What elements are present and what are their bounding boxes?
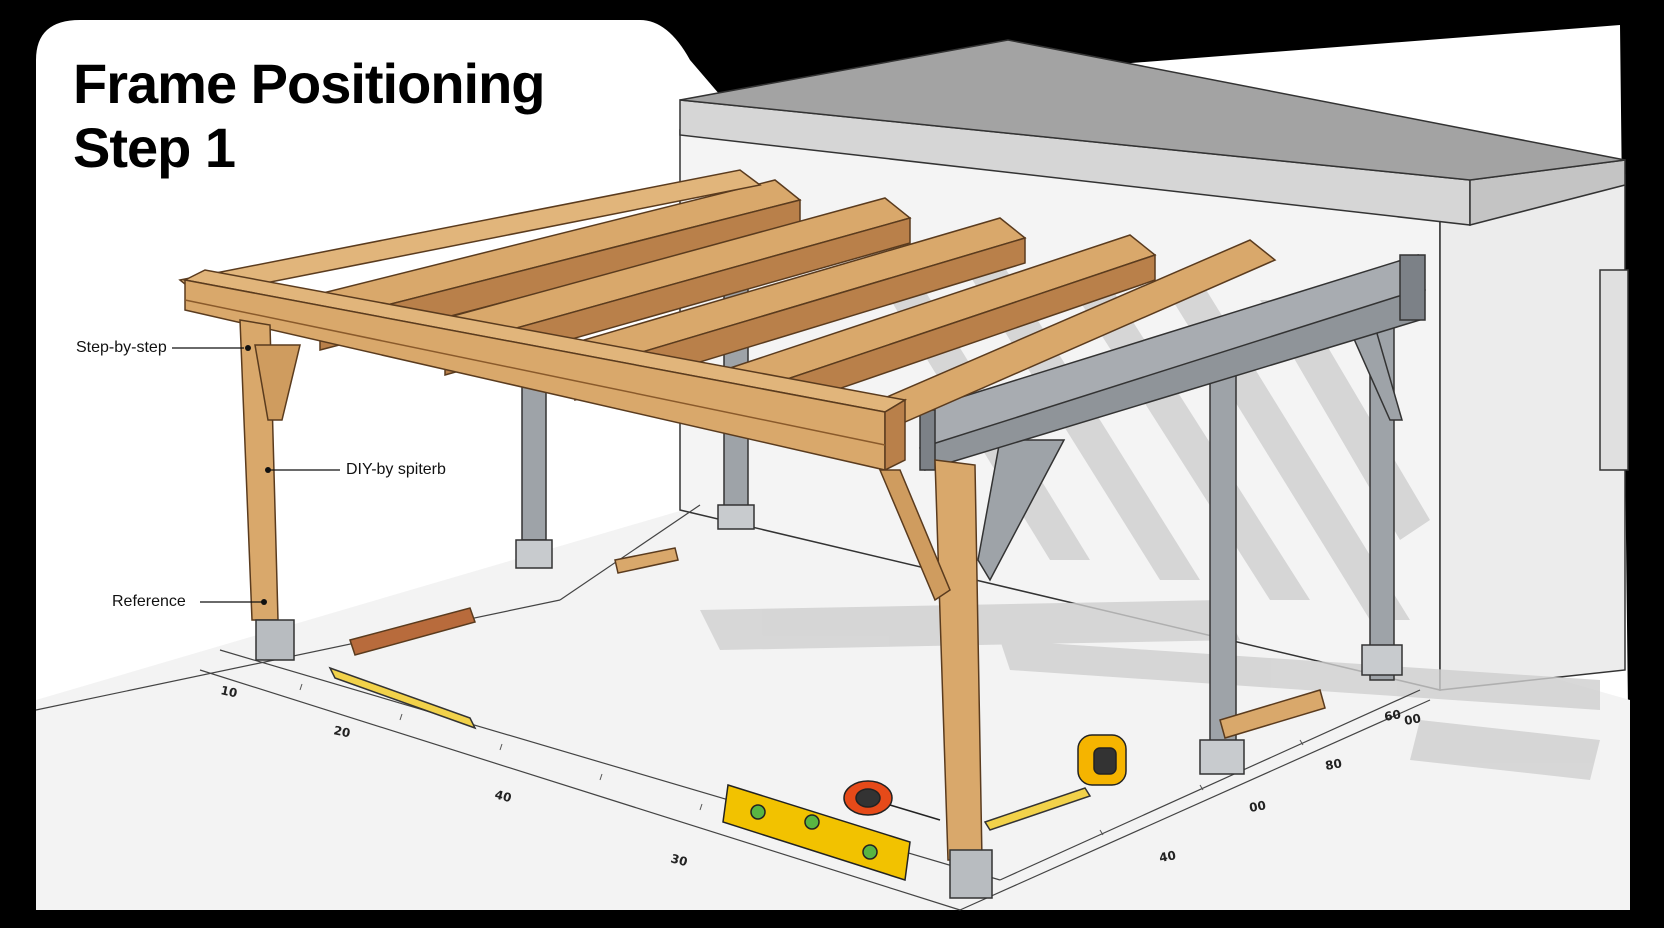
scale-mark-right-c: 60 (1383, 707, 1402, 724)
wood-header-beam (182, 269, 908, 472)
tape-measure-2 (1077, 734, 1127, 786)
tick-marks (299, 683, 1304, 841)
steel-braces (977, 329, 1403, 582)
scale-mark-left-lower: 40 (493, 787, 513, 805)
title-line-2: Step 1 (73, 116, 236, 179)
wood-rafters (178, 169, 1277, 430)
scale-mark-left-mid: 20 (332, 723, 351, 740)
steel-beam-right (919, 254, 1426, 471)
roof (679, 39, 1626, 181)
spirit-level (722, 784, 911, 881)
scale-mark-front-b: 40 (1158, 848, 1177, 865)
title-line-1: Frame Positioning (73, 52, 545, 115)
scale-mark-right-a: 00 (1248, 798, 1267, 815)
callout-dots (245, 345, 271, 605)
tape-measure-1 (843, 780, 941, 821)
post-bases (255, 619, 993, 899)
callout-step-by-step: Step-by-step (76, 339, 167, 356)
page-title: Frame Positioning Step 1 (73, 52, 545, 180)
scale-mark-right-d: 00 (1403, 711, 1422, 728)
scale-mark-front-a: 30 (669, 851, 689, 869)
scale-mark-right-b: 80 (1324, 756, 1343, 773)
ruler (328, 666, 1092, 831)
loose-boards (349, 547, 1326, 739)
scale-mark-left-top: 10 (219, 683, 238, 700)
window (1599, 269, 1629, 471)
callout-diy: DIY-by spiterb (346, 461, 446, 478)
callout-lines (172, 347, 340, 603)
callout-reference: Reference (112, 593, 186, 610)
wood-posts (239, 319, 983, 861)
